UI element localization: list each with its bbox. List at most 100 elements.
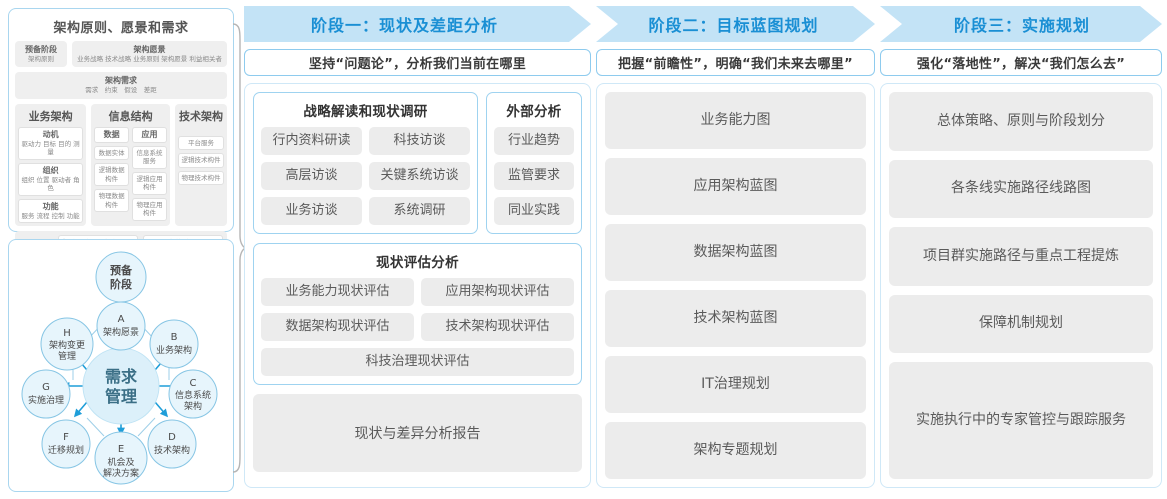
svg-text:迁移规划: 迁移规划 bbox=[48, 444, 84, 456]
strategy-chip[interactable]: 高层访谈 bbox=[261, 162, 362, 190]
svg-text:架构愿景: 架构愿景 bbox=[103, 326, 139, 338]
togaf-pillar-technology: 技术架构 平台服务 逻辑技术构件 物理技术构件 bbox=[175, 103, 227, 227]
togaf-app-item: 物理应用构件 bbox=[132, 197, 168, 221]
phase-3-chevron-icon bbox=[880, 6, 1162, 42]
togaf-pillars: 业务架构 动机 驱动力 目标 目的 测量 组织 组织 位置 驱动者 角色 功能 … bbox=[15, 103, 227, 227]
togaf-prep-head: 预备阶段 bbox=[25, 45, 57, 54]
togaf-business-g0-sub: 驱动力 目标 目的 测量 bbox=[21, 139, 80, 157]
phase-1-header: 阶段一：现状及差距分析 bbox=[244, 6, 591, 42]
svg-text:C: C bbox=[190, 378, 197, 389]
togaf-app-item-1: 信息系统服务 bbox=[136, 148, 163, 166]
togaf-requirements-sub: 需求 约束 假设 差距 bbox=[85, 86, 157, 95]
phase-3-body: 总体策略、原则与阶段划分 各条线实施路径线路图 项目群实施路径与重点工程提炼 保… bbox=[880, 83, 1162, 488]
blueprint-item[interactable]: 业务能力图 bbox=[605, 92, 866, 149]
svg-text:A: A bbox=[118, 314, 125, 325]
assessment-chip[interactable]: 业务能力现状评估 bbox=[261, 278, 414, 306]
togaf-data-item: 数据实体 bbox=[94, 145, 130, 161]
svg-text:E: E bbox=[118, 444, 124, 455]
svg-text:架构变更: 架构变更 bbox=[49, 339, 85, 351]
togaf-app-item-3: 物理应用构件 bbox=[136, 200, 163, 218]
togaf-data-head: 数据 bbox=[103, 129, 120, 139]
blueprint-item[interactable]: 技术架构蓝图 bbox=[605, 290, 866, 347]
togaf-data-item: 逻辑数据构件 bbox=[94, 163, 130, 187]
phase-3-header: 阶段三：实施规划 bbox=[880, 6, 1162, 42]
togaf-business-g1-head: 组织 bbox=[42, 165, 59, 175]
togaf-business-group: 组织 组织 位置 驱动者 角色 bbox=[18, 162, 84, 196]
phase-1: 阶段一：现状及差距分析 坚持“问题论”，分析我们当前在哪里 战略解读和现状调研 … bbox=[244, 6, 591, 488]
togaf-tech-item: 平台服务 bbox=[178, 135, 224, 151]
svg-text:D: D bbox=[168, 432, 176, 443]
strategy-chip[interactable]: 业务访谈 bbox=[261, 197, 362, 225]
assessment-chip[interactable]: 技术架构现状评估 bbox=[421, 313, 574, 341]
implementation-item[interactable]: 项目群实施路径与重点工程提炼 bbox=[889, 227, 1153, 286]
svg-text:G: G bbox=[42, 382, 50, 393]
togaf-pillar-information-title: 信息结构 bbox=[108, 109, 153, 123]
assessment-chips: 业务能力现状评估 应用架构现状评估 数据架构现状评估 技术架构现状评估 bbox=[261, 278, 574, 341]
togaf-prep-sub: 架构原则 bbox=[28, 55, 54, 63]
strategy-chip[interactable]: 系统调研 bbox=[369, 197, 470, 225]
svg-text:机会及: 机会及 bbox=[107, 456, 134, 468]
strategy-chip[interactable]: 关键系统访谈 bbox=[369, 162, 470, 190]
svg-text:B: B bbox=[171, 332, 178, 343]
phase-3-header-label: 阶段三：实施规划 bbox=[953, 16, 1090, 35]
external-analysis-title: 外部分析 bbox=[506, 104, 562, 120]
togaf-tech-item-2: 物理技术构件 bbox=[181, 173, 221, 182]
togaf-vision-sub: 业务战略 技术战略 业务原则 架构愿景 利益相关者 bbox=[77, 55, 222, 63]
implementation-item[interactable]: 实施执行中的专家管控与跟踪服务 bbox=[889, 362, 1153, 479]
phase-1-header-label: 阶段一：现状及差距分析 bbox=[310, 16, 498, 35]
togaf-tech-item: 逻辑技术构件 bbox=[178, 153, 224, 168]
togaf-requirements-head: 架构需求 bbox=[105, 76, 137, 86]
strategy-chip[interactable]: 科技访谈 bbox=[369, 127, 470, 155]
phase-1-chevron-icon bbox=[244, 6, 591, 42]
blueprint-item[interactable]: IT治理规划 bbox=[605, 356, 866, 413]
external-chip[interactable]: 行业趋势 bbox=[494, 127, 574, 155]
togaf-app-head: 应用 bbox=[141, 129, 158, 139]
togaf-app-item: 信息系统服务 bbox=[132, 145, 168, 169]
togaf-information-columns: 数据 数据实体 逻辑数据构件 物理数据构件 bbox=[94, 126, 168, 221]
external-analysis-card: 外部分析 行业趋势 监管要求 同业实践 bbox=[486, 92, 582, 234]
phase-2-subtitle: 把握“前瞻性”，明确“我们未来去哪里” bbox=[596, 49, 875, 76]
togaf-data-item-3: 物理数据构件 bbox=[98, 192, 125, 209]
togaf-top-row: 预备阶段 架构原则 架构愿景 业务战略 技术战略 业务原则 架构愿景 利益相关者 bbox=[15, 41, 227, 68]
togaf-framework-card: 架构原则、愿景和需求 预备阶段 架构原则 架构愿景 业务战略 技术战略 业务原则… bbox=[8, 8, 234, 276]
togaf-business-g2-sub: 服务 流程 控制 功能 bbox=[21, 211, 80, 220]
togaf-pillar-technology-title: 技术架构 bbox=[179, 109, 223, 123]
blueprint-item[interactable]: 应用架构蓝图 bbox=[605, 158, 866, 215]
blueprint-item[interactable]: 数据架构蓝图 bbox=[605, 224, 866, 281]
togaf-prep-box: 预备阶段 架构原则 bbox=[15, 41, 67, 68]
external-chip[interactable]: 同业实践 bbox=[494, 197, 574, 225]
implementation-item[interactable]: 保障机制规划 bbox=[889, 294, 1153, 353]
phase-3-subtitle: 强化“落地性”，解决“我们怎么去” bbox=[880, 49, 1162, 76]
svg-text:H: H bbox=[63, 328, 71, 339]
togaf-app-item: 逻辑应用构件 bbox=[132, 171, 168, 195]
svg-text:F: F bbox=[63, 432, 69, 443]
implementation-item[interactable]: 总体策略、原则与阶段划分 bbox=[889, 92, 1153, 151]
assessment-chip-wide[interactable]: 科技治理现状评估 bbox=[261, 348, 574, 376]
svg-text:预备: 预备 bbox=[110, 263, 133, 277]
phase-1-body: 战略解读和现状调研 行内资料研读 科技访谈 高层访谈 关键系统访谈 业务访谈 系… bbox=[244, 83, 591, 488]
togaf-business-group: 动机 驱动力 目标 目的 测量 bbox=[18, 126, 84, 160]
svg-text:管理: 管理 bbox=[105, 387, 137, 406]
phase-1-top-row: 战略解读和现状调研 行内资料研读 科技访谈 高层访谈 关键系统访谈 业务访谈 系… bbox=[253, 92, 582, 234]
phases-container: 阶段一：现状及差距分析 坚持“问题论”，分析我们当前在哪里 战略解读和现状调研 … bbox=[244, 6, 1162, 494]
external-chip[interactable]: 监管要求 bbox=[494, 162, 574, 190]
implementation-item[interactable]: 各条线实施路径线路图 bbox=[889, 159, 1153, 218]
gap-analysis-report-box[interactable]: 现状与差异分析报告 bbox=[253, 394, 582, 472]
togaf-tech-item: 物理技术构件 bbox=[178, 170, 224, 186]
strategy-chip[interactable]: 行内资料研读 bbox=[261, 127, 362, 155]
current-state-assessment-title: 现状评估分析 bbox=[376, 255, 459, 271]
phase-2-body: 业务能力图 应用架构蓝图 数据架构蓝图 技术架构蓝图 IT治理规划 架构专题规划 bbox=[596, 83, 875, 488]
togaf-reference-column: 架构原则、愿景和需求 预备阶段 架构原则 架构愿景 业务战略 技术战略 业务原则… bbox=[8, 8, 234, 492]
togaf-business-group: 功能 服务 流程 控制 功能 bbox=[18, 198, 84, 224]
adm-cycle-diagram: 需求 管理 预备 阶段 A 架构愿景 B 业务架构 C 信息系统 架构 D 技术… bbox=[21, 251, 218, 485]
togaf-card-title: 架构原则、愿景和需求 bbox=[53, 21, 189, 36]
blueprint-item[interactable]: 架构专题规划 bbox=[605, 422, 866, 479]
assessment-chip[interactable]: 应用架构现状评估 bbox=[421, 278, 574, 306]
togaf-vision-box: 架构愿景 业务战略 技术战略 业务原则 架构愿景 利益相关者 bbox=[72, 41, 227, 68]
strategy-research-card: 战略解读和现状调研 行内资料研读 科技访谈 高层访谈 关键系统访谈 业务访谈 系… bbox=[253, 92, 478, 234]
phase-3: 阶段三：实施规划 强化“落地性”，解决“我们怎么去” 总体策略、原则与阶段划分 … bbox=[880, 6, 1162, 488]
togaf-pillar-business-title: 业务架构 bbox=[28, 109, 73, 123]
togaf-business-g2-head: 功能 bbox=[42, 201, 59, 211]
togaf-data-item-1: 数据实体 bbox=[98, 148, 125, 157]
assessment-chip[interactable]: 数据架构现状评估 bbox=[261, 313, 414, 341]
